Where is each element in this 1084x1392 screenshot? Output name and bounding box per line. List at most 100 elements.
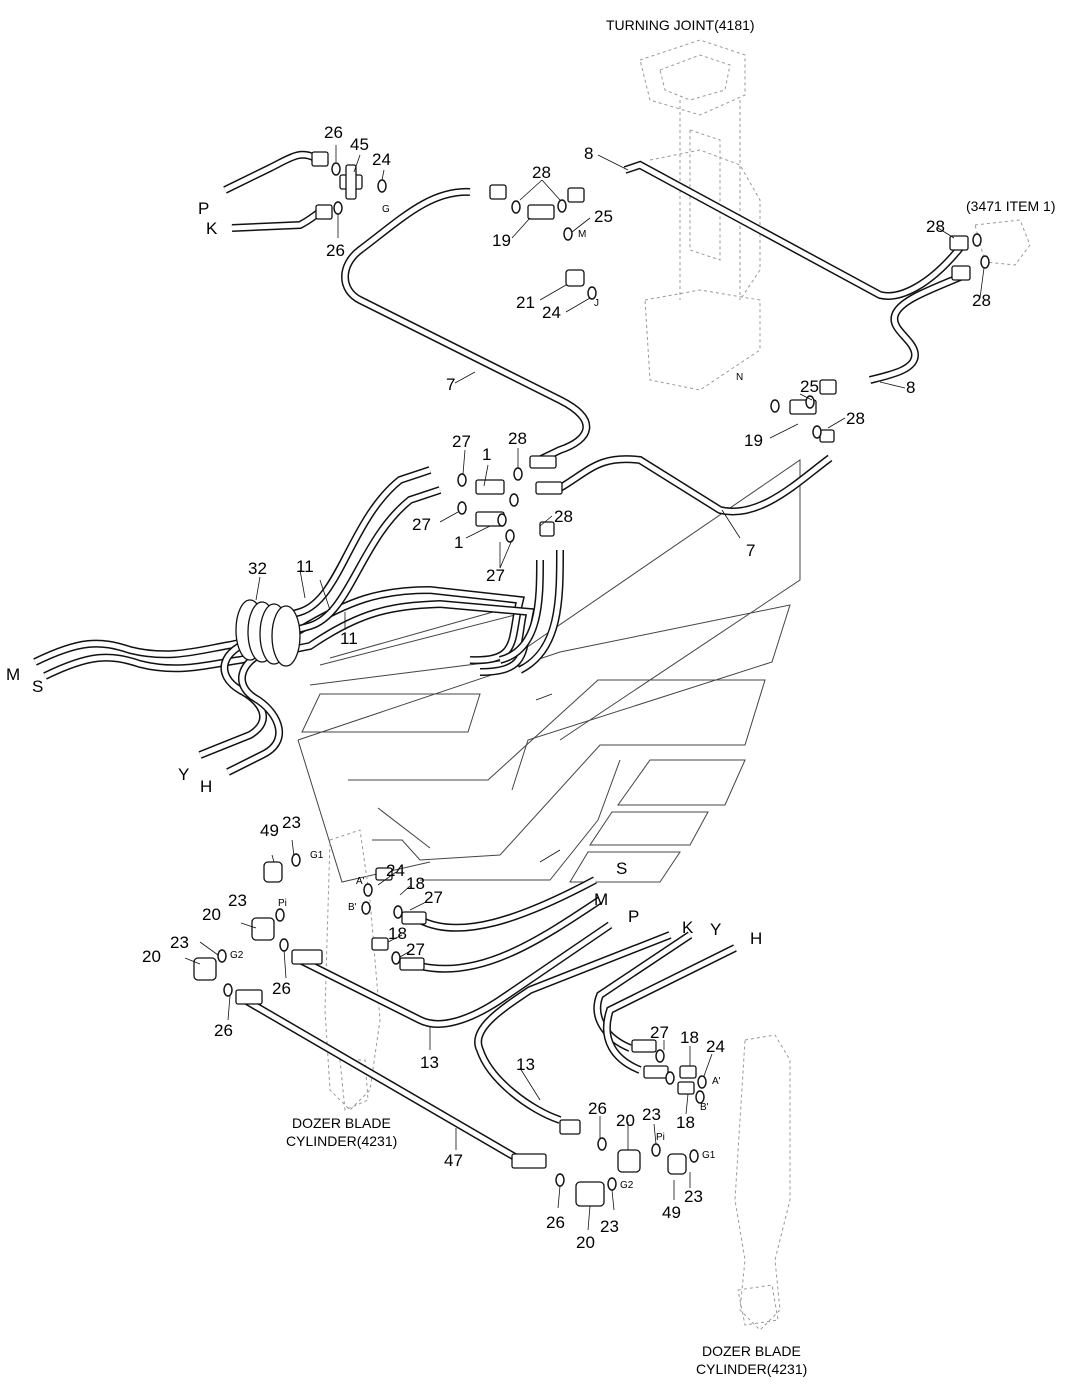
- callout-18a: 18: [406, 874, 425, 893]
- callout-23b: 23: [228, 891, 247, 910]
- line-label-K-mid: K: [682, 918, 694, 937]
- leader-lines: [184, 145, 985, 1231]
- callout-26d: 26: [214, 1021, 233, 1040]
- callout-21: 21: [516, 293, 535, 312]
- port-label-B-right: B': [700, 1102, 709, 1113]
- fittings: [193, 151, 971, 1207]
- callout-7b: 7: [746, 541, 755, 560]
- port-label-A-left: A': [356, 876, 365, 887]
- callout-27c: 27: [486, 566, 505, 585]
- caption-dozer-blade-left-2: CYLINDER(4231): [286, 1133, 397, 1149]
- callout-8b: 8: [906, 378, 915, 397]
- port-label-G2-right: G2: [620, 1180, 634, 1191]
- callout-7a: 7: [446, 375, 455, 394]
- callout-26c: 26: [272, 979, 291, 998]
- dozer-cylinder-left-ghost: [324, 829, 381, 1111]
- port-label-B-left: B': [348, 902, 357, 913]
- hoses-to-cylinders: [242, 876, 737, 1164]
- caption-turning-joint: TURNING JOINT(4181): [606, 17, 755, 33]
- callout-26a: 26: [324, 123, 343, 142]
- callout-28a: 28: [532, 163, 551, 182]
- port-label-A-right: A': [712, 1076, 721, 1087]
- line-label-P-top: P: [198, 199, 209, 218]
- callout-27b: 27: [412, 515, 431, 534]
- callout-1b: 1: [454, 533, 463, 552]
- callout-47: 47: [444, 1151, 463, 1170]
- turning-joint-ghost: [639, 39, 761, 391]
- line-label-Y-left: Y: [178, 765, 189, 784]
- callout-26e: 26: [588, 1099, 607, 1118]
- callout-24a: 24: [372, 150, 391, 169]
- callout-20d: 20: [576, 1233, 595, 1252]
- callout-18d: 18: [676, 1113, 695, 1132]
- hose-8-lower: [869, 271, 967, 384]
- line-label-K-top: K: [206, 219, 218, 238]
- callout-23d: 23: [642, 1105, 661, 1124]
- callout-23e: 23: [684, 1187, 703, 1206]
- callout-20c: 20: [616, 1111, 635, 1130]
- callout-1a: 1: [482, 445, 491, 464]
- caption-dozer-blade-right-1: DOZER BLADE: [702, 1343, 801, 1359]
- callout-28e: 28: [508, 429, 527, 448]
- line-label-H-left: H: [200, 777, 212, 796]
- callout-8a: 8: [584, 144, 593, 163]
- caption-item-ref: (3471 ITEM 1): [966, 198, 1055, 214]
- callout-20a: 20: [202, 905, 221, 924]
- callout-27f: 27: [650, 1023, 669, 1042]
- callout-26b: 26: [326, 241, 345, 260]
- callout-25a: 25: [594, 207, 613, 226]
- caption-dozer-blade-right-2: CYLINDER(4231): [696, 1361, 807, 1377]
- caption-dozer-blade-left-1: DOZER BLADE: [292, 1115, 391, 1131]
- hose-7-lower: [557, 454, 833, 516]
- hose-8-upper: [623, 160, 964, 300]
- callout-13a: 13: [420, 1053, 439, 1072]
- callout-13b: 13: [516, 1055, 535, 1074]
- port-label-N: N: [736, 372, 743, 383]
- callout-11b: 11: [340, 629, 358, 648]
- callout-23c: 23: [170, 933, 189, 952]
- port-label-Pi-left: Pi: [278, 898, 287, 909]
- callout-24d: 24: [706, 1037, 725, 1056]
- dozer-cylinder-right-ghost: [734, 1034, 791, 1331]
- callout-45: 45: [350, 135, 369, 154]
- callout-18b: 18: [388, 924, 407, 943]
- line-label-M-mid: M: [594, 890, 608, 909]
- callout-27d: 27: [424, 888, 443, 907]
- callout-28d: 28: [846, 409, 865, 428]
- line-label-S-mid: S: [616, 859, 627, 878]
- callout-19b: 19: [744, 431, 763, 450]
- callout-32: 32: [248, 559, 267, 578]
- callout-11a: 11: [296, 557, 314, 576]
- callout-26f: 26: [546, 1213, 565, 1232]
- callout-23a: 23: [282, 813, 301, 832]
- callout-27e: 27: [406, 940, 425, 959]
- clamp-32: [235, 599, 301, 667]
- port-label-G1-left: G1: [310, 850, 324, 861]
- hose-7-upper: [341, 187, 591, 466]
- callout-18c: 18: [680, 1028, 699, 1047]
- callout-24c: 24: [386, 861, 405, 880]
- o-rings: [217, 162, 990, 1191]
- port-label-M: M: [578, 229, 586, 240]
- callout-27a: 27: [452, 432, 471, 451]
- port-label-Pi-right: Pi: [656, 1132, 665, 1143]
- callout-28b: 28: [926, 217, 945, 236]
- callout-28c: 28: [972, 291, 991, 310]
- callout-20b: 20: [142, 947, 161, 966]
- callout-25b: 25: [800, 377, 819, 396]
- port-label-G: G: [382, 204, 390, 215]
- line-label-H-mid: H: [750, 929, 762, 948]
- callout-49b: 49: [662, 1203, 681, 1222]
- callout-49a: 49: [260, 821, 279, 840]
- port-label-G2-left: G2: [230, 950, 244, 961]
- callout-28f: 28: [554, 507, 573, 526]
- hose-P-K-top: [223, 150, 323, 232]
- port-label-J: J: [594, 298, 599, 309]
- port-label-G1-right: G1: [702, 1150, 716, 1161]
- line-label-M-left: M: [6, 665, 20, 684]
- callout-19a: 19: [492, 231, 511, 250]
- line-label-P-mid: P: [628, 907, 639, 926]
- line-label-S-left: S: [32, 677, 43, 696]
